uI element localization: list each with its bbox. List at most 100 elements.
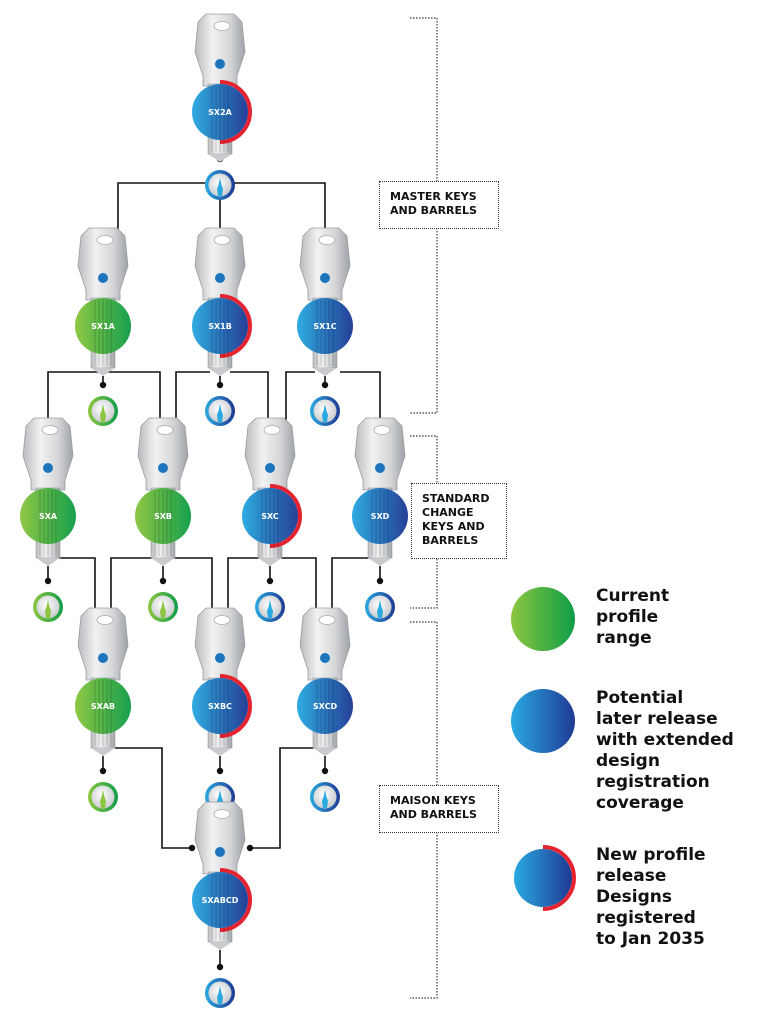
legend-swatch-new xyxy=(514,845,576,911)
key-dot xyxy=(215,59,225,69)
profile-badge xyxy=(75,678,131,734)
key-sxab: SXAB xyxy=(75,607,131,756)
key-sxb: SXB xyxy=(135,417,191,566)
key-tip xyxy=(36,558,60,566)
key-hole xyxy=(96,235,114,245)
key-sxabcd: SXABCD xyxy=(192,801,252,950)
connector-line xyxy=(230,371,269,427)
barrel-sxab xyxy=(88,782,118,812)
profile-badge xyxy=(352,488,408,544)
legend-item-potential: Potential later release with extended de… xyxy=(510,688,734,814)
connector-dot xyxy=(246,844,254,852)
profile-badge xyxy=(75,298,131,354)
key-dot xyxy=(320,653,330,663)
bracket-master xyxy=(410,17,438,414)
barrel-sxd xyxy=(365,592,395,622)
connector-dot xyxy=(266,577,274,585)
barrel-sxcd xyxy=(310,782,340,812)
key-tip xyxy=(368,558,392,566)
key-head xyxy=(194,227,246,301)
key-label: SX1C xyxy=(313,322,336,331)
profile-badge xyxy=(242,488,298,544)
section-brackets xyxy=(410,17,438,999)
profile-badge xyxy=(192,84,248,140)
connector-line xyxy=(173,557,213,612)
connector-line xyxy=(227,557,260,612)
profile-badge xyxy=(297,298,353,354)
barrel-keyway xyxy=(100,404,106,422)
barrel-keyway xyxy=(377,600,383,618)
key-dot xyxy=(215,653,225,663)
legend-text-potential: Potential later release with extended de… xyxy=(596,688,734,813)
key-label: SX2A xyxy=(208,108,232,117)
new-release-arc xyxy=(219,80,252,144)
section-label-standard: STANDARD CHANGE KEYS AND BARRELS xyxy=(411,483,507,559)
key-sxd: SXD xyxy=(352,417,408,566)
barrel-sxc xyxy=(255,592,285,622)
barrel-keyway xyxy=(267,600,273,618)
connector-line xyxy=(331,557,370,612)
barrel-keyway xyxy=(217,178,223,196)
barrel-sxabcd xyxy=(205,978,235,1008)
legend-item-current: Current profile range xyxy=(510,586,669,652)
profile-badge xyxy=(135,488,191,544)
key-tip xyxy=(208,748,232,756)
key-dot xyxy=(98,653,108,663)
key-head xyxy=(299,607,351,681)
key-hole xyxy=(213,809,231,819)
key-hole xyxy=(263,425,281,435)
barrel-keyway xyxy=(45,600,51,618)
key-label: SXBC xyxy=(208,702,232,711)
section-label-master: MASTER KEYS AND BARRELS xyxy=(379,181,499,229)
connector-dot xyxy=(159,577,167,585)
connector-dot xyxy=(44,577,52,585)
profile-badge xyxy=(192,872,248,928)
barrel-keyway xyxy=(217,404,223,422)
profile-badge xyxy=(192,678,248,734)
key-hole xyxy=(373,425,391,435)
bracket-standard xyxy=(410,435,438,609)
connector-line xyxy=(175,371,210,427)
connector-line xyxy=(58,557,96,612)
profile-badge xyxy=(20,488,76,544)
key-sx1a: SX1A xyxy=(75,227,131,376)
new-release-arc xyxy=(219,294,252,358)
key-label: SXA xyxy=(39,512,58,521)
key-tip xyxy=(91,368,115,376)
barrel-keyway xyxy=(160,600,166,618)
barrel-sx2a xyxy=(205,170,235,200)
key-sxa: SXA xyxy=(20,417,76,566)
key-hole xyxy=(213,21,231,31)
key-head xyxy=(77,227,129,301)
key-head xyxy=(354,417,406,491)
key-dot xyxy=(375,463,385,473)
key-hole xyxy=(213,615,231,625)
connector-dot xyxy=(321,767,329,775)
key-sxbc: SXBC xyxy=(192,607,252,756)
connector-line xyxy=(285,371,315,427)
key-tip xyxy=(313,748,337,756)
key-head xyxy=(137,417,189,491)
connector-dot xyxy=(216,963,224,971)
key-head xyxy=(194,607,246,681)
key-sxcd: SXCD xyxy=(297,607,353,756)
key-label: SX1A xyxy=(91,322,115,331)
key-dot xyxy=(158,463,168,473)
key-head xyxy=(77,607,129,681)
profile-badge xyxy=(297,678,353,734)
connector-line xyxy=(47,371,103,427)
key-head xyxy=(22,417,74,491)
key-tip xyxy=(208,154,232,162)
barrel-sxa xyxy=(33,592,63,622)
key-tip xyxy=(91,748,115,756)
connector-dot xyxy=(376,577,384,585)
key-hole xyxy=(213,235,231,245)
key-dot xyxy=(215,847,225,857)
new-release-arc xyxy=(269,484,302,548)
connector-dot xyxy=(188,844,196,852)
key-sx1b: SX1B xyxy=(192,227,252,376)
key-dot xyxy=(43,463,53,473)
key-label: SX1B xyxy=(208,322,232,331)
key-dot xyxy=(98,273,108,283)
